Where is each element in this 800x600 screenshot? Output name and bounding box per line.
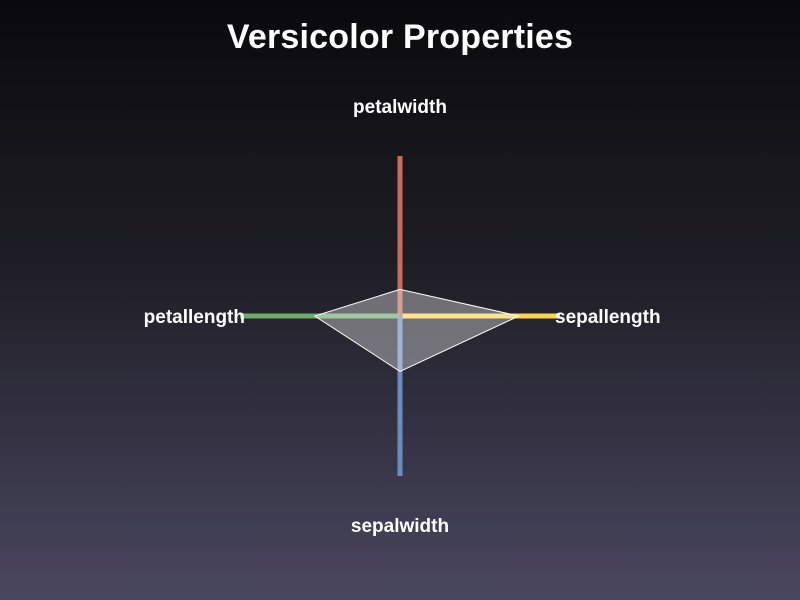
axis-label-petallength: petallength bbox=[144, 307, 245, 328]
chart-title: Versicolor Properties bbox=[226, 18, 574, 56]
area-layer bbox=[313, 288, 521, 372]
axis-label-petalwidth: petalwidth bbox=[353, 97, 447, 118]
axis-label-sepallength: sepallength bbox=[555, 307, 661, 328]
axis-labels-layer: sepallength petalwidth petallength sepalwid… bbox=[144, 97, 661, 537]
axis-label-sepalwidth: sepalwidth bbox=[351, 516, 449, 537]
series-area-0 bbox=[313, 288, 521, 372]
